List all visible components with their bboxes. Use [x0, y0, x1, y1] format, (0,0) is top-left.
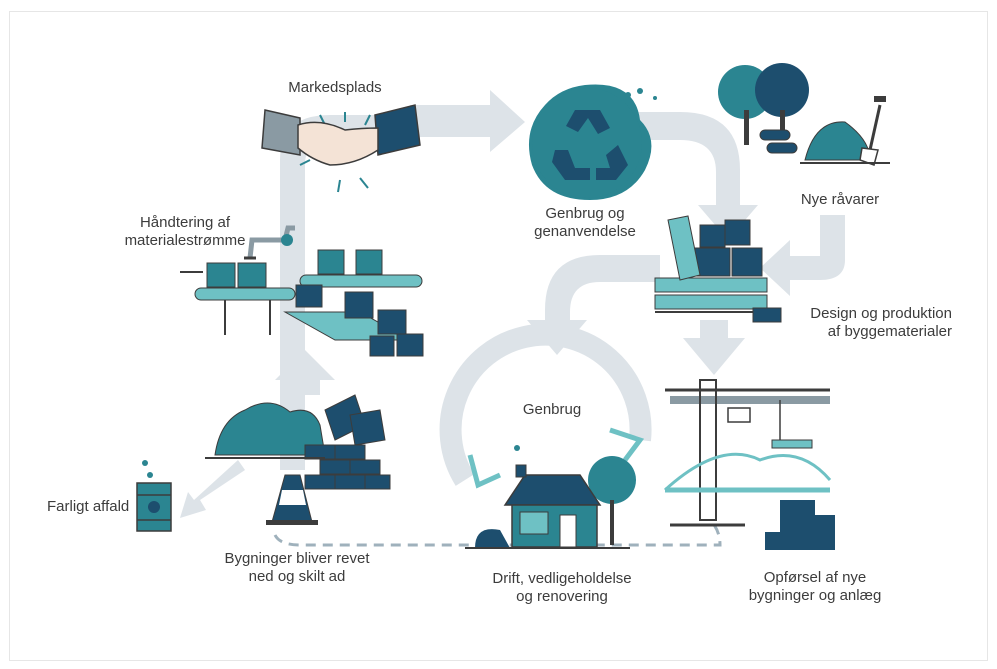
label-genbrug-genanvendelse: Genbrug og genanvendelse — [534, 205, 636, 240]
label-farligt-affald: Farligt affald — [47, 498, 130, 515]
arrow-to-hazard — [180, 460, 245, 518]
conveyor-icon — [180, 225, 424, 357]
handshake-icon — [261, 104, 421, 193]
recycle-icon — [528, 84, 657, 200]
hazard-barrel-icon — [136, 460, 172, 532]
dashed-connector — [273, 518, 722, 547]
label-markedsplads: Markedsplads — [288, 79, 382, 96]
arrow-raw-to-design — [760, 215, 845, 296]
label-opfoersel: Opførsel af nye bygninger og anlæg — [748, 569, 882, 604]
arrow-to-recycle — [410, 90, 525, 152]
label-haandtering: Håndtering af materialestrømme — [124, 214, 246, 249]
label-design-produktion: Design og produktion af byggematerialer — [810, 305, 952, 340]
crane-bridge-icon — [663, 379, 835, 550]
label-genbrug: Genbrug — [522, 401, 582, 418]
label-nye-raavarer: Nye råvarer — [800, 191, 880, 208]
label-drift: Drift, vedligeholdelse og renovering — [492, 570, 632, 605]
raw-materials-icon — [718, 63, 890, 166]
building-materials-icon — [654, 215, 782, 323]
house-icon — [465, 445, 636, 549]
label-nedrivning: Bygninger bliver revet ned og skilt ad — [224, 550, 370, 585]
arrow-design-to-construction — [683, 320, 745, 375]
arrow-recycle-to-design — [630, 112, 758, 240]
arrow-up-demolition — [275, 350, 335, 395]
genbrug-cycle — [439, 323, 652, 489]
demolition-debris-icon — [205, 394, 391, 525]
